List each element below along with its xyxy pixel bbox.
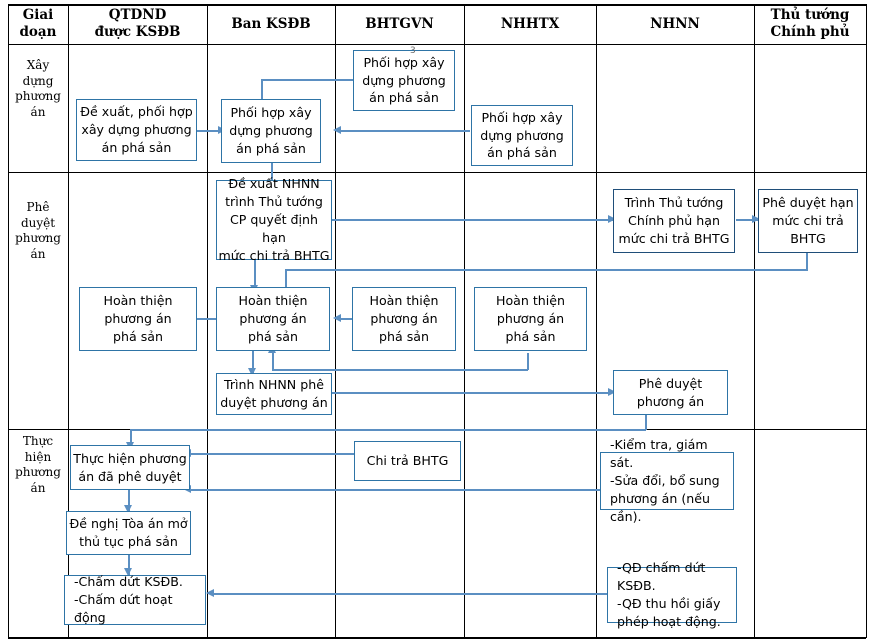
grid-hline-bottom: [8, 637, 866, 639]
grid-hline-row1: [8, 172, 866, 173]
box-r2-trinh-nhnn[interactable]: Trình NHNN phê duyệt phương án: [216, 373, 332, 415]
box-r2-banksdb-text: Hoàn thiện phương án phá sản: [238, 293, 308, 344]
arrowhead-qd-to-chamdut: [206, 589, 214, 597]
box-r3-kiemtra-giamsat-text: -Kiểm tra, giám sát. -Sửa đổi, bổ sung p…: [610, 437, 720, 524]
box-r2-dexuat-nhnn-text: Đề xuất NHNN trình Thủ tướng CP quyết đị…: [218, 176, 330, 263]
connector-denghi-to-chamdut: [128, 553, 130, 575]
connector-nhnnphe-v: [130, 429, 132, 447]
box-r2-trinh-nhnn-text: Trình NHNN phê duyệt phương án: [220, 377, 328, 410]
stage-label-row3: Thực hiện phương án: [15, 434, 61, 495]
connector-qd-to-chamdut: [213, 593, 613, 595]
box-r2-nhhtx[interactable]: Hoàn thiện phương án phá sản: [474, 287, 587, 351]
box-r3-denghi-toaan[interactable]: Đề nghị Tòa án mở thủ tục phá sản: [66, 511, 191, 555]
box-r3-qd-chamdut-text: -QĐ chấm dứt KSĐB. -QĐ thu hồi giấy phép…: [617, 560, 721, 629]
grid-vline-4: [464, 4, 465, 638]
connector-ttcp-back-h: [285, 269, 808, 271]
arrowhead-denghi-to-chamdut: [124, 568, 132, 576]
arrowhead-nhnn-to-ttcp: [752, 215, 760, 223]
box-r2-nhnn-pheduyet-text: Phê duyệt phương án: [636, 375, 705, 409]
grid-vline-7: [866, 4, 867, 638]
box-r3-chamdut[interactable]: -Chấm dứt KSĐB. -Chấm dứt hoạt động: [64, 574, 206, 625]
connector-nhhtx-to-banksdb: [340, 130, 470, 132]
box-r3-denghi-toaan-text: Đề nghị Tòa án mở thủ tục phá sản: [69, 516, 188, 549]
box-r1-nhhtx[interactable]: Phối hợp xây dựng phương án phá sản: [471, 105, 573, 166]
connector-kiemtra-to-thuchien: [190, 489, 610, 491]
box-r2-ttcp-pheduyet[interactable]: Phê duyệt hạn mức chi trả BHTG: [758, 189, 858, 253]
arrowhead-hoanthien-to-trinhnhnn: [248, 368, 256, 376]
connector-thuchien-to-denghi: [128, 489, 130, 511]
box-r1-bhtgvn-text: Phối hợp xây dựng phương án phá sản: [362, 54, 446, 106]
connector-dexuat-down: [254, 260, 256, 288]
box-r2-qtdnd[interactable]: Hoàn thiện phương án phá sản: [79, 287, 197, 351]
grid-vline-6: [754, 4, 755, 638]
column-header-nhnn: NHNN: [650, 15, 700, 32]
box-r1-qtdnd-text: Đề xuất, phối hợp xây dựng phương án phá…: [80, 104, 193, 155]
connector-qtdnd-to-banksdb: [197, 130, 221, 132]
footnote-marker-3: 3: [410, 46, 416, 56]
grid-vline-1: [68, 4, 69, 638]
connector-bhtgvn-to-banksdb-h: [261, 79, 353, 81]
box-r1-nhhtx-text: Phối hợp xây dựng phương án phá sản: [480, 109, 564, 161]
box-r1-qtdnd[interactable]: Đề xuất, phối hợp xây dựng phương án phá…: [76, 99, 197, 161]
box-r2-qtdnd-text: Hoàn thiện phương án phá sản: [103, 293, 173, 344]
connector-r2-nhhtx-up: [272, 350, 274, 370]
arrowhead-r2-bhtgvn-to-banksdb: [333, 314, 341, 322]
box-r2-ttcp-pheduyet-text: Phê duyệt hạn mức chi trả BHTG: [762, 195, 854, 246]
grid-hline-top: [8, 4, 866, 6]
box-r2-banksdb[interactable]: Hoàn thiện phương án phá sản: [216, 287, 330, 351]
box-r3-thuchien-text: Thực hiện phương án đã phê duyệt: [73, 450, 187, 484]
box-r1-banksdb[interactable]: Phối hợp xây dựng phương án phá sản: [221, 99, 321, 163]
column-header-qtdnd: QTDND được KSĐB: [94, 7, 181, 40]
box-r2-dexuat-nhnn[interactable]: Đề xuất NHNN trình Thủ tướng CP quyết đị…: [216, 176, 332, 263]
connector-chitra-to-thuchien: [190, 453, 354, 455]
connector-r2-nhhtx-h: [272, 369, 528, 371]
box-r2-nhnn-trinh-ttcp[interactable]: Trình Thủ tướng Chính phủ hạn mức chi tr…: [613, 189, 735, 253]
column-header-stage: Giai doạn: [19, 7, 57, 40]
column-header-ttcp: Thủ tướng Chính phủ: [770, 7, 850, 40]
connector-hoanthien-to-trinhnhnn: [252, 351, 254, 373]
box-r3-chitra-bhtg[interactable]: Chi trả BHTG: [354, 441, 461, 481]
arrowhead-thuchien-to-denghi: [124, 505, 132, 513]
arrowhead-trinhnhnn-to-nhnnphe: [608, 388, 616, 396]
grid-vline-0: [8, 4, 9, 638]
stage-label-row1: Xây dựng phương án: [15, 58, 61, 119]
connector-ttcp-back-v: [285, 269, 287, 291]
box-r1-bhtgvn[interactable]: Phối hợp xây dựng phương án phá sản: [353, 50, 455, 111]
box-r2-bhtgvn[interactable]: Hoàn thiện phương án phá sản: [352, 287, 456, 351]
connector-banksdb-to-dexuat: [271, 163, 273, 187]
box-r3-chitra-bhtg-text: Chi trả BHTG: [366, 453, 449, 469]
box-r1-banksdb-text: Phối hợp xây dựng phương án phá sản: [229, 105, 313, 156]
grid-vline-5: [596, 4, 597, 638]
connector-bhtgvn-to-banksdb-v: [261, 79, 263, 102]
box-r2-nhnn-trinh-ttcp-text: Trình Thủ tướng Chính phủ hạn mức chi tr…: [618, 195, 730, 246]
column-header-nhhtx: NHHTX: [500, 15, 560, 32]
box-r3-chamdut-text: -Chấm dứt KSĐB. -Chấm dứt hoạt động: [74, 574, 183, 625]
connector-nhnnphe-down: [645, 415, 647, 430]
grid-hline-header: [8, 44, 866, 45]
stage-label-row2: Phê duyệt phương án: [15, 200, 61, 261]
column-header-bhtgvn: BHTGVN: [365, 15, 434, 32]
connector-nhnn-to-ttcp: [736, 219, 758, 221]
box-r3-qd-chamdut[interactable]: -QĐ chấm dứt KSĐB. -QĐ thu hồi giấy phép…: [607, 560, 737, 629]
connector-nhnnphe-h: [130, 429, 646, 431]
connector-dexuat-to-nhnn: [329, 219, 613, 221]
connector-r2-nhhtx-down: [527, 353, 529, 370]
connector-r2-qtdnd-to-banksdb: [197, 318, 219, 320]
box-r2-nhhtx-text: Hoàn thiện phương án phá sản: [495, 293, 566, 344]
box-r3-thuchien[interactable]: Thực hiện phương án đã phê duyệt: [70, 445, 190, 490]
box-r2-nhnn-pheduyet[interactable]: Phê duyệt phương án: [613, 370, 728, 415]
arrowhead-nhhtx-to-banksdb: [333, 126, 341, 134]
grid-vline-2: [207, 4, 208, 638]
connector-ttcp-down: [806, 253, 808, 270]
box-r2-bhtgvn-text: Hoàn thiện phương án phá sản: [369, 293, 439, 344]
connector-trinhnhnn-to-nhnnphe: [328, 392, 612, 394]
box-r3-kiemtra-giamsat[interactable]: -Kiểm tra, giám sát. -Sửa đổi, bổ sung p…: [600, 437, 734, 524]
column-header-banksdb: Ban KSĐB: [231, 15, 311, 32]
arrowhead-dexuat-to-nhnn: [608, 215, 616, 223]
